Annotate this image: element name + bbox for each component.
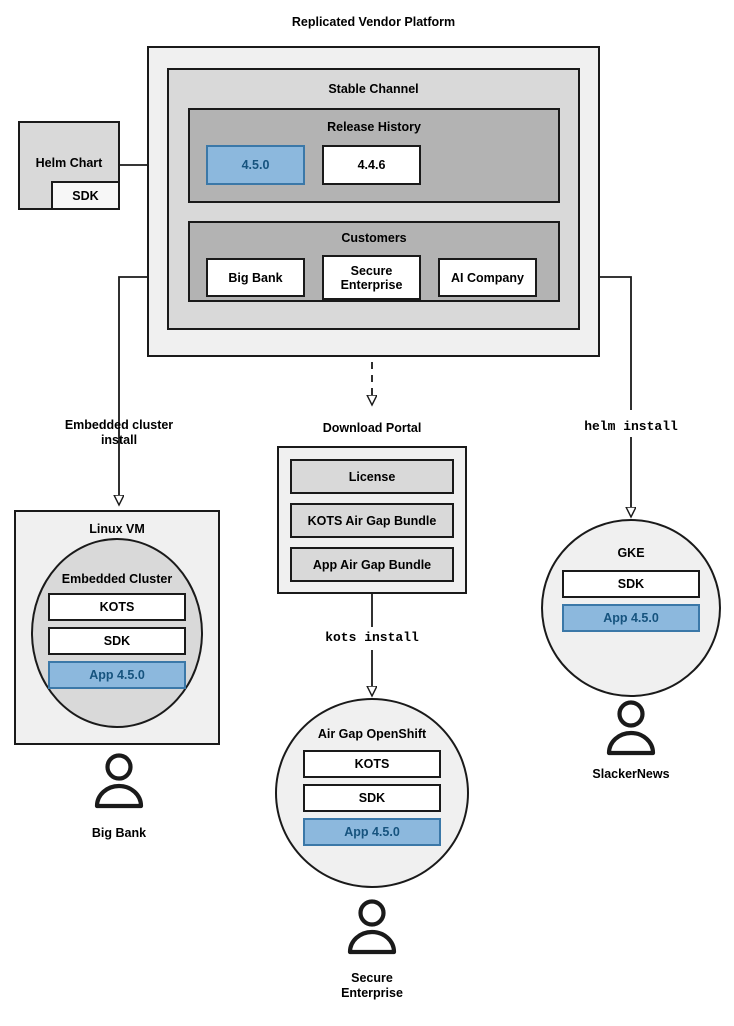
edge-label-helm-install: helm install: [584, 419, 678, 434]
release-history-title: Release History: [327, 120, 421, 134]
release-version-4-4-6[interactable]: 4.4.6: [322, 145, 421, 185]
edge-label-kots-install: kots install: [325, 630, 419, 645]
gke-component-app[interactable]: App 4.5.0: [562, 604, 700, 632]
linux-vm-component-kots[interactable]: KOTS: [48, 593, 186, 621]
customer-secure-enterprise[interactable]: Secure Enterprise: [322, 255, 421, 300]
embedded-cluster-title: Embedded Cluster: [61, 572, 173, 586]
actor-slackernews-icon: [606, 700, 656, 756]
customer-big-bank[interactable]: Big Bank: [206, 258, 305, 297]
actor-big-bank-icon: [94, 753, 144, 809]
openshift-component-sdk[interactable]: SDK: [303, 784, 441, 812]
linux-vm-component-sdk[interactable]: SDK: [48, 627, 186, 655]
gke-title: GKE: [617, 546, 645, 560]
stable-channel-title: Stable Channel: [328, 82, 419, 96]
helm-chart-sdk-box[interactable]: SDK: [51, 181, 120, 210]
edge-label-embedded-cluster-install: Embedded cluster install: [64, 418, 174, 447]
actor-big-bank-label: Big Bank: [91, 826, 147, 840]
helm-chart-label: Helm Chart: [35, 156, 103, 170]
air-gap-openshift-title: Air Gap OpenShift: [317, 727, 427, 741]
download-portal-title: Download Portal: [322, 421, 422, 435]
openshift-component-kots[interactable]: KOTS: [303, 750, 441, 778]
openshift-component-app[interactable]: App 4.5.0: [303, 818, 441, 846]
actor-slackernews-label: SlackerNews: [592, 767, 670, 781]
release-version-4-5-0[interactable]: 4.5.0: [206, 145, 305, 185]
download-portal-artifact-license[interactable]: License: [290, 459, 454, 494]
linux-vm-title: Linux VM: [89, 522, 145, 536]
gke-component-sdk[interactable]: SDK: [562, 570, 700, 598]
customer-ai-company[interactable]: AI Company: [438, 258, 537, 297]
customers-title: Customers: [341, 231, 407, 245]
diagram-title: Replicated Vendor Platform: [291, 15, 456, 29]
actor-secure-enterprise-label: Secure Enterprise: [341, 971, 403, 1000]
download-portal-artifact-kots-air-gap-bundle[interactable]: KOTS Air Gap Bundle: [290, 503, 454, 538]
actor-secure-enterprise-icon: [347, 899, 397, 955]
download-portal-artifact-app-air-gap-bundle[interactable]: App Air Gap Bundle: [290, 547, 454, 582]
linux-vm-component-app[interactable]: App 4.5.0: [48, 661, 186, 689]
